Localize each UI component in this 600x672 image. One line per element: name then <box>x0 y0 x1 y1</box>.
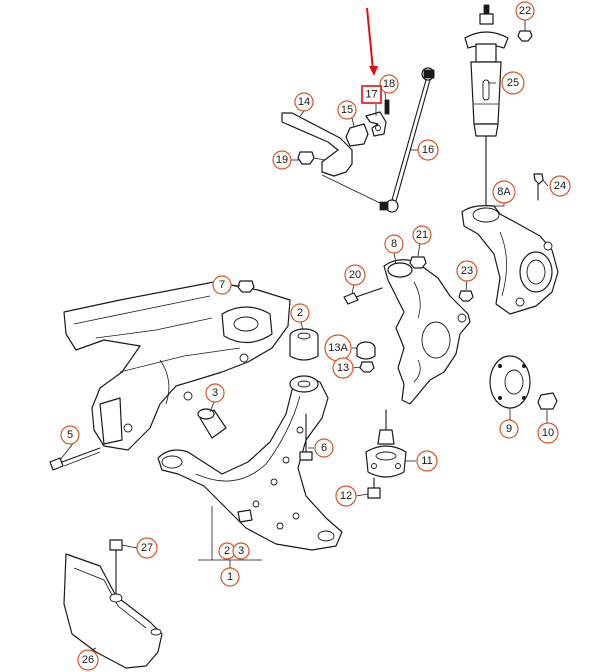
bushing-13A <box>356 341 376 360</box>
bolt-24 <box>533 173 544 201</box>
bolt-5 <box>49 447 101 471</box>
callout-20-label: 20 <box>349 269 361 281</box>
callout-19-label: 19 <box>276 154 288 166</box>
callout-5: 5 <box>60 425 80 445</box>
callout-3-bottom-label: 3 <box>238 545 244 557</box>
control-arm <box>157 375 343 551</box>
callout-21-label: 21 <box>416 229 428 241</box>
bushing-2 <box>289 328 319 361</box>
callout-12-label: 12 <box>340 490 352 502</box>
wheel-bearing-housing-8A <box>461 205 559 315</box>
callout-2-bottom-label: 2 <box>224 545 230 557</box>
nut-12 <box>367 477 381 499</box>
nut-23 <box>458 290 474 302</box>
callout-13-label: 13 <box>337 362 349 374</box>
leader-lines <box>59 82 549 653</box>
wheel-hub-9 <box>489 355 531 420</box>
callout-27: 27 <box>136 537 158 559</box>
callout-7: 7 <box>212 275 232 295</box>
bolt-20 <box>343 287 383 305</box>
callout-9-label: 9 <box>506 423 512 435</box>
callout-21: 21 <box>412 225 432 245</box>
callout-11-label: 11 <box>421 455 432 467</box>
callout-25: 25 <box>501 71 525 95</box>
callout-1-label: 1 <box>227 571 233 583</box>
callout-6-label: 6 <box>321 442 327 454</box>
callout-26-label: 26 <box>82 654 94 666</box>
callout-10: 10 <box>537 422 559 444</box>
callout-1: 1 <box>220 567 240 587</box>
nut-21 <box>409 256 427 269</box>
rubber-bushing-15 <box>345 123 369 147</box>
callout-27-label: 27 <box>141 542 153 554</box>
bushing-3 <box>197 408 227 439</box>
callout-6: 6 <box>314 438 334 458</box>
callout-23: 23 <box>456 260 478 282</box>
callout-9: 9 <box>499 419 519 439</box>
callout-2: 2 <box>290 303 310 323</box>
callout-26: 26 <box>77 649 99 671</box>
callout-14-label: 14 <box>298 96 310 108</box>
bushing-clamp-17 <box>365 111 387 137</box>
highlight-arrow <box>366 7 378 76</box>
callout-18: 18 <box>379 74 399 94</box>
shield-26 <box>63 553 163 669</box>
callout-15-label: 15 <box>341 104 353 116</box>
hub-bolt-10 <box>537 392 558 424</box>
coupling-rod-16 <box>379 67 435 213</box>
callout-19: 19 <box>272 150 292 170</box>
ball-joint-11 <box>365 409 407 478</box>
callout-23-label: 23 <box>461 265 473 277</box>
callout-11: 11 <box>416 450 438 472</box>
callout-12: 12 <box>335 485 357 507</box>
callout-10-label: 10 <box>542 427 554 439</box>
callout-8-label: 8 <box>391 238 397 250</box>
callout-17-highlighted: 17 <box>361 85 382 104</box>
nut-7 <box>237 280 255 293</box>
steering-knuckle-8 <box>383 259 471 405</box>
bolt-6 <box>299 413 313 461</box>
callout-13: 13 <box>332 357 354 379</box>
callout-24: 24 <box>549 175 571 197</box>
callout-8: 8 <box>384 234 404 254</box>
subframe <box>63 281 291 451</box>
callout-22-label: 22 <box>519 5 531 17</box>
callout-7-label: 7 <box>219 279 225 291</box>
stabilizer-bar <box>281 112 381 204</box>
callout-8A-label: 8A <box>497 186 511 198</box>
bolt-13 <box>359 361 375 373</box>
callout-3: 3 <box>205 383 225 403</box>
callout-18-label: 18 <box>383 78 395 90</box>
clamp-bolt-18 <box>384 99 390 115</box>
callout-16-label: 16 <box>422 144 434 156</box>
strut-assembly <box>464 4 509 206</box>
callout-13A-label: 13A <box>328 342 348 354</box>
callout-25-label: 25 <box>507 77 519 89</box>
callout-14: 14 <box>294 92 314 112</box>
callout-16: 16 <box>417 139 439 161</box>
top-nut <box>517 19 533 42</box>
bar-bolt-19 <box>297 151 326 165</box>
callout-24-label: 24 <box>554 180 566 192</box>
callout-2-label: 2 <box>297 307 303 319</box>
callout-3-label: 3 <box>212 387 218 399</box>
callout-15: 15 <box>337 100 357 120</box>
callout-20: 20 <box>344 264 366 286</box>
callout-8A: 8A <box>492 180 516 204</box>
callout-3-bottom: 3 <box>232 542 250 560</box>
callout-5-label: 5 <box>67 429 73 441</box>
callout-13A: 13A <box>324 334 352 362</box>
callout-17-label: 17 <box>365 89 377 101</box>
bolt-27 <box>109 539 123 595</box>
callout-22: 22 <box>515 1 535 21</box>
